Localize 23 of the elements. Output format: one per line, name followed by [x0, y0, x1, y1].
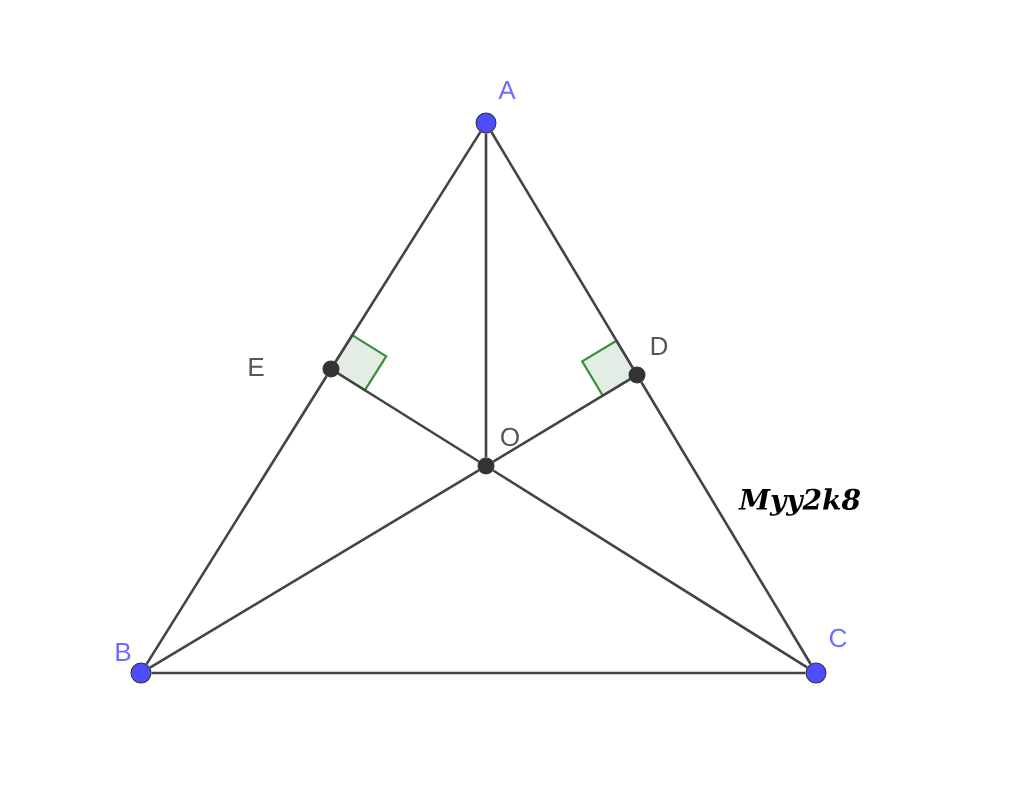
line-segment [145, 375, 328, 665]
node-label: D [651, 337, 668, 355]
line-segment [492, 378, 631, 463]
point: C [805, 628, 847, 684]
line-segment [490, 131, 634, 369]
signature-text: Myy2k8 [738, 488, 860, 516]
line-segment [640, 381, 812, 665]
point: D [628, 337, 668, 384]
line-segment [149, 469, 480, 669]
point: A [475, 81, 516, 134]
point: B [116, 643, 152, 684]
line-segment [492, 469, 808, 669]
point: E [249, 358, 340, 378]
node-label: E [249, 358, 264, 376]
line-segment [337, 372, 480, 463]
node-label: C [829, 628, 847, 648]
line-segment [151, 671, 806, 675]
line-segment [484, 133, 488, 458]
line-segment [334, 131, 482, 363]
point: O [477, 427, 519, 475]
node-label: A [498, 81, 516, 99]
node-label: B [116, 643, 131, 661]
node-label: O [501, 427, 519, 447]
